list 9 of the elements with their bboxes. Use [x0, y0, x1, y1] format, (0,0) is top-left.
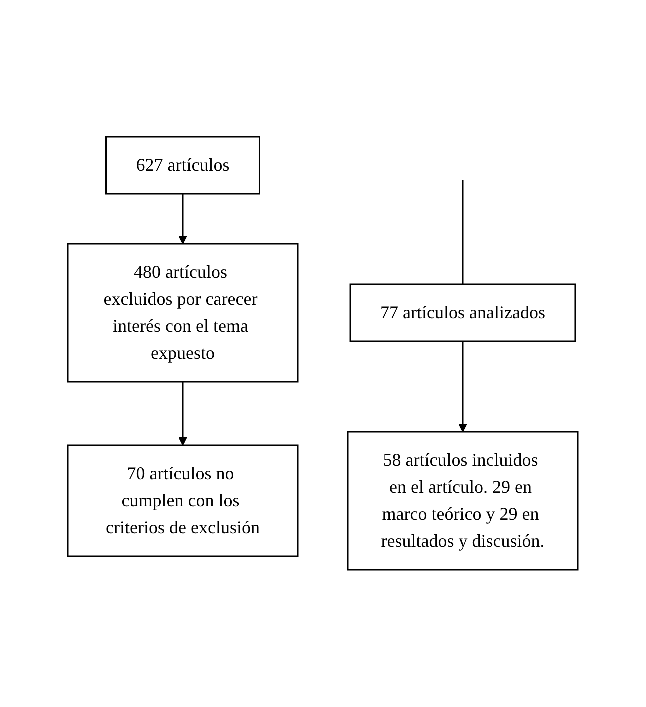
node-box: 627 artículos [106, 136, 260, 195]
node-box: 77 artículos analizados [350, 284, 576, 342]
node-box: 58 artículos incluidos en el artículo. 29 en marco teórico y 29 en resultados y discusión. [347, 431, 579, 571]
arrow [178, 194, 188, 244]
arrow [458, 342, 468, 432]
node-box: 70 artículos no cumplen con los criterios de exclusión [67, 444, 299, 558]
connector [462, 180, 464, 284]
arrow [178, 382, 188, 446]
node-box: 480 artículos excluidos por carecer interés con el tema expuesto [67, 243, 299, 383]
